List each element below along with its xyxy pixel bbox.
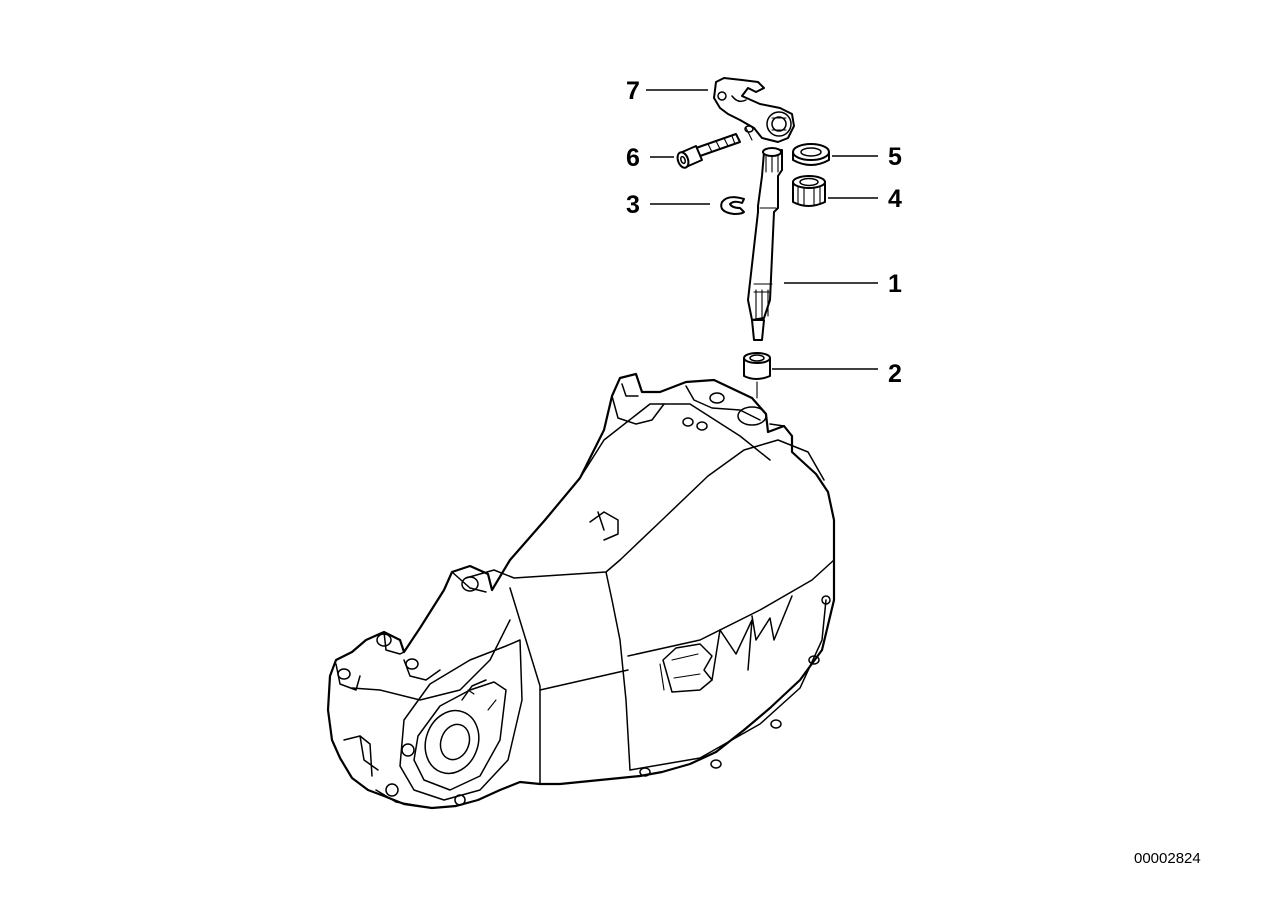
shift-lever <box>713 77 795 143</box>
callout-4: 4 <box>888 185 902 213</box>
shaft-seal <box>792 143 830 166</box>
leader-lines <box>646 89 878 370</box>
callout-2: 2 <box>888 360 902 388</box>
transmission-housing <box>326 372 836 810</box>
callout-6: 6 <box>626 144 640 172</box>
needle-bearing-lower <box>743 352 771 399</box>
shift-shaft <box>747 147 783 341</box>
callout-5: 5 <box>888 143 902 171</box>
callout-1: 1 <box>888 270 902 298</box>
bmw-logo <box>659 595 793 693</box>
callout-7: 7 <box>626 77 640 105</box>
bushing <box>792 175 826 207</box>
circlip <box>720 196 745 215</box>
callouts: 7 6 3 5 4 1 2 <box>626 77 902 388</box>
hex-socket-bolt <box>676 133 741 169</box>
diagram-reference-code: 00002824 <box>1134 850 1201 867</box>
callout-3: 3 <box>626 191 640 219</box>
